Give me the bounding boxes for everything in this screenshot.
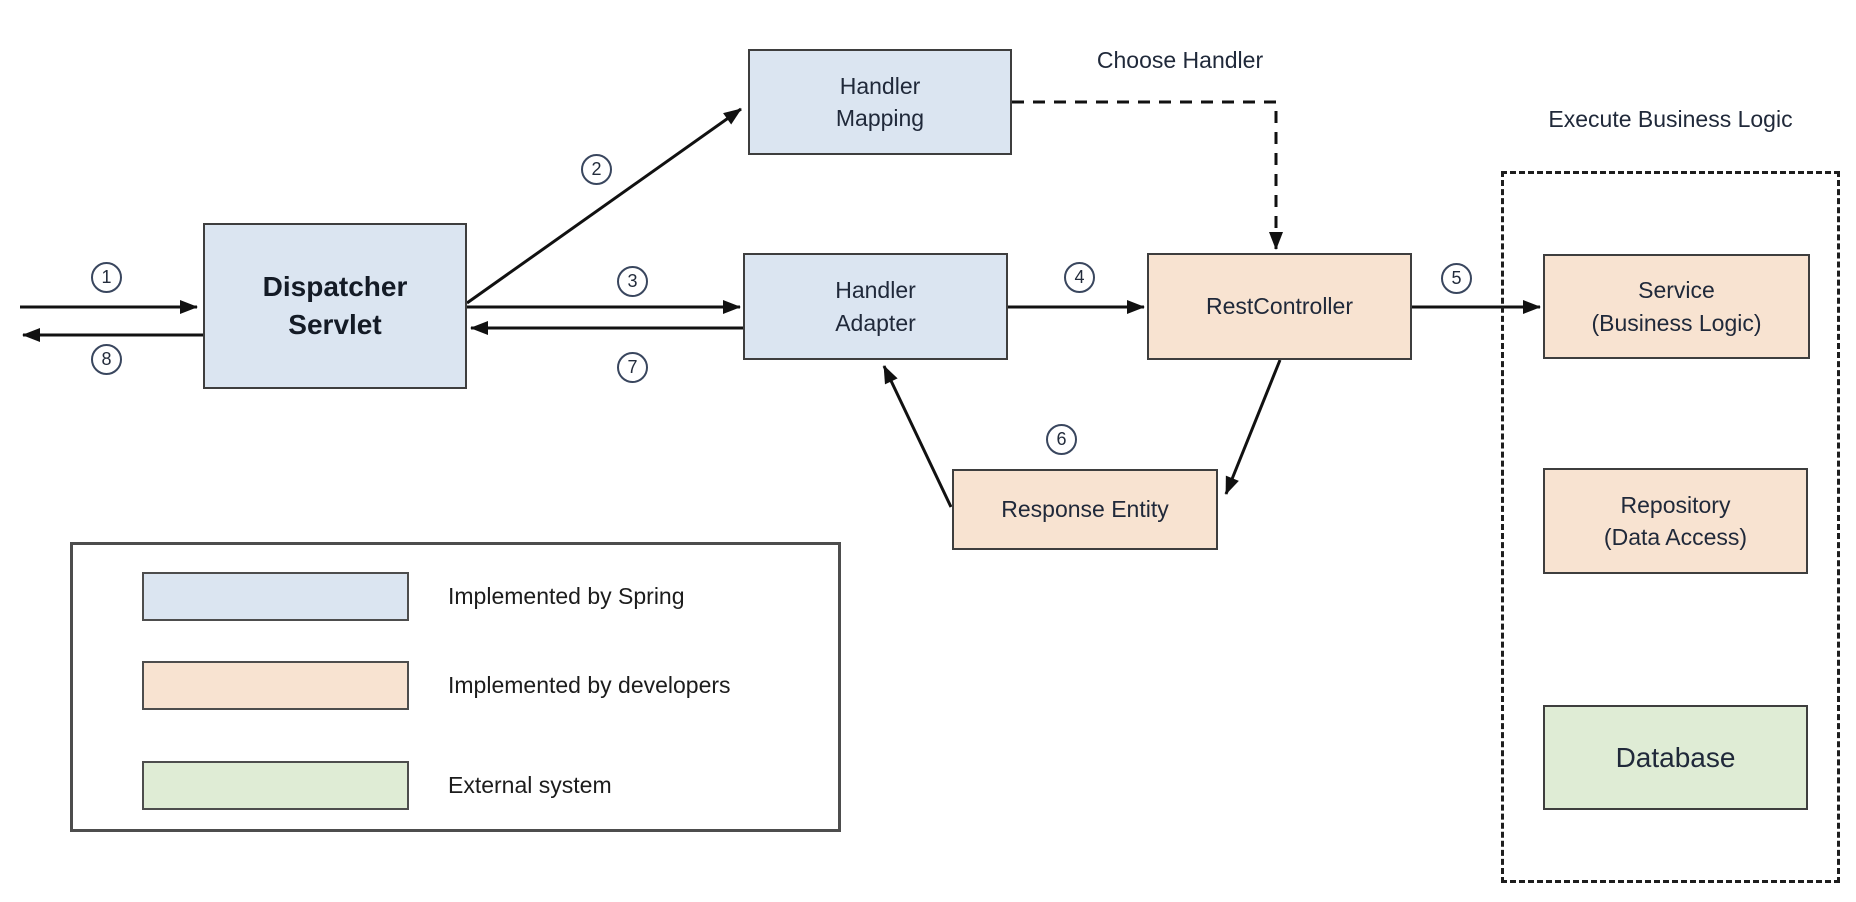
node-database: Database xyxy=(1543,705,1808,810)
step-2-badge: 2 xyxy=(581,154,612,185)
legend-label-developers: Implemented by developers xyxy=(448,672,731,698)
node-rest-controller: RestController xyxy=(1147,253,1412,360)
execute-business-logic-label: Execute Business Logic xyxy=(1548,106,1793,132)
legend: Implemented by Spring Implemented by dev… xyxy=(70,542,841,832)
execute-business-logic-group xyxy=(1501,171,1840,883)
legend-item: External system xyxy=(142,761,612,810)
node-response-entity: Response Entity xyxy=(952,469,1218,550)
node-handler-mapping: Handler Mapping xyxy=(748,49,1012,155)
step-7-badge: 7 xyxy=(617,352,648,383)
step-3-badge: 3 xyxy=(617,266,648,297)
node-handler-adapter: Handler Adapter xyxy=(743,253,1008,360)
arrow-restcontroller-to-response-entity xyxy=(1224,359,1282,495)
legend-label-external: External system xyxy=(448,772,612,798)
step-4-badge: 4 xyxy=(1064,262,1095,293)
legend-item: Implemented by Spring xyxy=(142,572,685,621)
arrow-choose-handler-dashed xyxy=(1012,100,1283,250)
choose-handler-label: Choose Handler xyxy=(1096,47,1264,73)
legend-label-spring: Implemented by Spring xyxy=(448,583,685,609)
legend-swatch-spring xyxy=(142,572,409,621)
node-service: Service (Business Logic) xyxy=(1543,254,1810,359)
legend-swatch-external xyxy=(142,761,409,810)
step-6-badge: 6 xyxy=(1046,424,1077,455)
legend-swatch-developers xyxy=(142,661,409,710)
node-repository: Repository (Data Access) xyxy=(1543,468,1808,574)
node-dispatcher-servlet: Dispatcher Servlet xyxy=(203,223,467,389)
step-1-badge: 1 xyxy=(91,262,122,293)
step-5-badge: 5 xyxy=(1441,263,1472,294)
legend-item: Implemented by developers xyxy=(142,661,731,710)
arrow-step2-to-handler-mapping xyxy=(466,107,742,305)
arrow-step6-response-entity-to-adapter xyxy=(882,365,953,508)
step-8-badge: 8 xyxy=(91,344,122,375)
